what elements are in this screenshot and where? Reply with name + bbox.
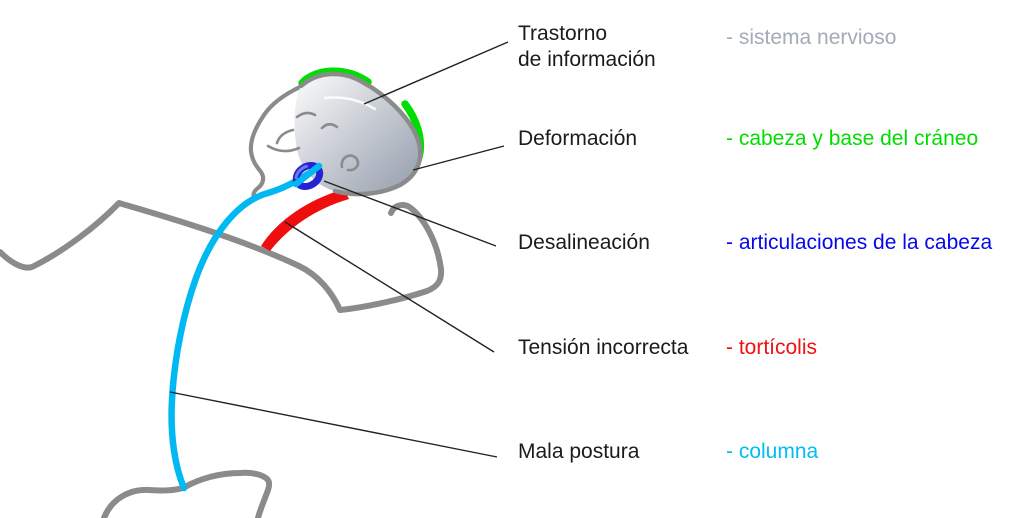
mouth-icon (266, 144, 301, 153)
eyebrow-icon (295, 111, 317, 119)
neck-muscle-highlight (261, 189, 349, 251)
spine-curve (168, 155, 332, 492)
arm-outline (337, 202, 445, 313)
skull-outline (298, 71, 423, 197)
leader-lines (169, 41, 509, 458)
closed-eye-icon (320, 122, 339, 130)
value-cabeza-base-craneo: - cabeza y base del cráneo (726, 127, 979, 150)
leader-line-muscle (284, 221, 495, 353)
label-desalineacion: Desalineación (518, 231, 650, 254)
skull-highlight (323, 96, 377, 111)
label-trastorno-de-informacion: Trastorno de información (518, 22, 656, 71)
leader-line-joint (323, 180, 497, 247)
value-sistema-nervioso: - sistema nervioso (726, 26, 897, 49)
leader-line-spine (169, 391, 498, 458)
leader-line-nervous-system (363, 41, 509, 105)
ear-icon (340, 154, 360, 172)
leader-line-skull (412, 145, 505, 171)
value-torticolis: - tortícolis (726, 336, 818, 359)
back-outline (0, 200, 343, 313)
label-mala-postura: Mala postura (518, 440, 640, 463)
label-tension-incorrecta: Tensión incorrecta (518, 336, 689, 359)
label-deformacion: Deformación (518, 127, 638, 150)
spine-through-ring (292, 162, 323, 188)
pelvis-outline (101, 469, 273, 518)
face-profile-outline (248, 83, 305, 201)
value-columna: - columna (726, 440, 819, 463)
face-details (266, 111, 360, 172)
value-articulaciones-cabeza: - articulaciones de la cabeza (726, 231, 993, 254)
skull-shape (294, 73, 421, 195)
nose-icon (275, 128, 295, 145)
